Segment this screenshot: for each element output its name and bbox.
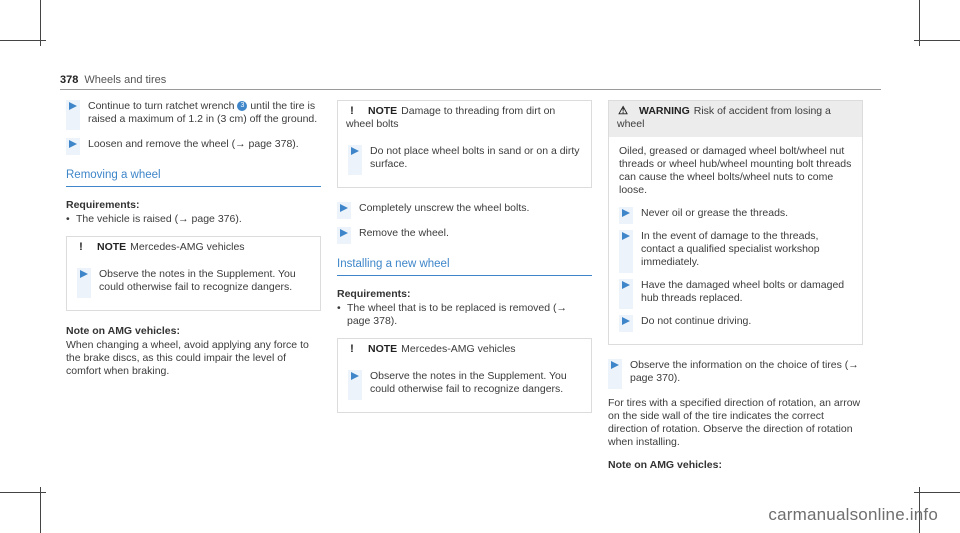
note-body: Observe the notes in the Supplement. You… — [338, 362, 591, 412]
step-text: Continue to turn ratchet wrench — [88, 100, 235, 112]
crop-mark — [919, 487, 920, 533]
step-arrow-icon — [351, 147, 359, 155]
page-number: 378 — [60, 74, 79, 86]
step-arrow-icon — [340, 229, 348, 237]
section-title: Removing a wheel — [66, 169, 321, 187]
column-1: Continue to turn ratchet wrench 3 until … — [66, 100, 321, 388]
amg-text: When changing a wheel, avoid applying an… — [66, 339, 309, 377]
step-item: Continue to turn ratchet wrench 3 until … — [66, 100, 321, 130]
step-text: Have the damaged wheel bolts or damaged … — [641, 279, 845, 304]
header-divider — [60, 89, 881, 90]
note-body: Observe the notes in the Supplement. You… — [67, 260, 320, 310]
step-arrow-icon — [622, 281, 630, 289]
warning-paragraph: Oiled, greased or damaged wheel bolt/whe… — [619, 145, 852, 196]
step-text[interactable]: Observe the information on the choice of… — [630, 359, 859, 384]
crop-mark — [0, 492, 46, 493]
warning-triangle-icon: ⚠ — [618, 105, 628, 117]
warning-text: Risk of accident from losing a wheel — [617, 105, 831, 130]
step-item: Observe the notes in the Supplement. You… — [77, 268, 310, 298]
note-body: Do not place wheel bolts in sand or on a… — [338, 137, 591, 187]
step-text: Do not continue driving. — [641, 315, 752, 327]
page-header: 378 Wheels and tires — [60, 74, 166, 86]
requirements-label: Requirements: — [337, 288, 411, 300]
warning-title: WARNING — [639, 105, 690, 117]
exclamation-icon: ! — [350, 105, 354, 117]
requirements-label: Requirements: — [66, 199, 140, 211]
step-arrow-icon — [622, 232, 630, 240]
step-text: In the event of damage to the threads, c… — [641, 230, 820, 268]
step-item: Remove the wheel. — [337, 227, 592, 244]
step-arrow-icon — [340, 204, 348, 212]
step-item: Observe the information on the choice of… — [608, 359, 863, 389]
requirement-item[interactable]: The vehicle is raised (→ page 376). — [66, 213, 321, 226]
note-text: Mercedes-AMG vehicles — [130, 241, 245, 253]
step-text: Do not place wheel bolts in sand or on a… — [370, 145, 580, 170]
step-item: Loosen and remove the wheel (→ page 378)… — [66, 138, 321, 155]
note-text: Mercedes-AMG vehicles — [401, 343, 516, 355]
step-text: Completely unscrew the wheel bolts. — [359, 202, 530, 214]
page-title: Wheels and tires — [84, 74, 167, 86]
crop-mark — [40, 487, 41, 533]
step-text: Observe the notes in the Supplement. You… — [99, 268, 296, 293]
step-item: Completely unscrew the wheel bolts. — [337, 202, 592, 219]
step-text: Observe the notes in the Supplement. You… — [370, 370, 567, 395]
note-text: Damage to threading from dirt on wheel b… — [346, 105, 556, 130]
crop-mark — [40, 0, 41, 46]
crop-mark — [0, 40, 46, 41]
step-arrow-icon — [69, 140, 77, 148]
note-title: NOTE — [368, 343, 398, 355]
watermark: carmanualsonline.info — [768, 505, 938, 524]
callout-number-icon: 3 — [237, 101, 248, 112]
step-item: Do not continue driving. — [619, 315, 852, 332]
section-title: Installing a new wheel — [337, 258, 592, 276]
crop-mark — [914, 40, 960, 41]
amg-heading: Note on AMG vehicles: — [66, 325, 180, 337]
step-arrow-icon — [69, 102, 77, 110]
amg-heading: Note on AMG vehicles: — [608, 459, 722, 471]
step-item: Never oil or grease the threads. — [619, 207, 852, 224]
note-title: NOTE — [368, 105, 398, 117]
step-item: Do not place wheel bolts in sand or on a… — [348, 145, 581, 175]
step-arrow-icon — [622, 209, 630, 217]
step-arrow-icon — [611, 361, 619, 369]
crop-mark — [914, 492, 960, 493]
step-item: Have the damaged wheel bolts or damaged … — [619, 279, 852, 309]
step-arrow-icon — [80, 270, 88, 278]
exclamation-icon: ! — [350, 343, 354, 355]
step-text: Never oil or grease the threads. — [641, 207, 789, 219]
exclamation-icon: ! — [79, 241, 83, 253]
requirement-item[interactable]: The wheel that is to be replaced is remo… — [337, 302, 592, 328]
step-arrow-icon — [622, 317, 630, 325]
rotation-paragraph: For tires with a specified direction of … — [608, 397, 861, 448]
step-item: In the event of damage to the threads, c… — [619, 230, 852, 273]
warning-body: Oiled, greased or damaged wheel bolt/whe… — [609, 137, 862, 344]
note-title: NOTE — [97, 241, 127, 253]
step-text: Remove the wheel. — [359, 227, 449, 239]
step-item: Observe the notes in the Supplement. You… — [348, 370, 581, 400]
step-arrow-icon — [351, 372, 359, 380]
step-text: until the tire is raised a maximum of 1.… — [88, 100, 318, 125]
step-text[interactable]: Loosen and remove the wheel (→ page 378)… — [88, 138, 299, 150]
crop-mark — [919, 0, 920, 46]
